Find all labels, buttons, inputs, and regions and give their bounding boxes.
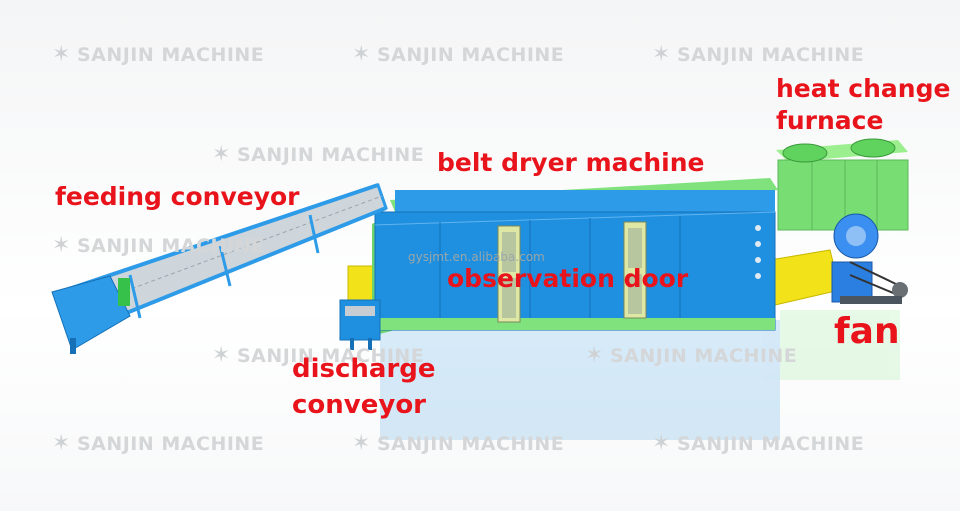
observation-door-right [623,221,647,319]
observation-door-left [497,225,521,323]
watermark: ✶ SANJIN MACHINE [352,42,565,67]
label-belt-dryer-machine: belt dryer machine [437,148,705,177]
floor-reflection [380,310,900,440]
brand-logo-icon: ✶ [652,42,671,67]
label-discharge-conveyor-line2: conveyor [292,390,426,420]
brand-logo-icon: ✶ [652,431,671,456]
dryer-end-bolts [755,225,761,279]
brand-logo-icon: ✶ [212,343,231,368]
watermark: ✶ SANJIN MACHINE [212,343,425,368]
label-fan: fan [834,311,900,352]
feeding-conveyor [51,183,388,354]
watermark: ✶ SANJIN MACHINE [52,42,265,67]
watermark: ✶ SANJIN MACHINE [352,431,565,456]
brand-logo-icon: ✶ [352,42,371,67]
heat-change-furnace [776,138,909,231]
watermark: ✶ SANJIN MACHINE [212,142,425,167]
brand-logo-icon: ✶ [52,233,71,258]
yellow-duct [769,249,841,306]
label-heat-change-furnace-line1: heat change [776,74,951,103]
brand-logo-icon: ✶ [585,343,604,368]
fan-unit [831,213,908,304]
belt-dryer-body [372,178,778,336]
brand-logo-icon: ✶ [212,142,231,167]
label-feeding-conveyor: feeding conveyor [55,182,300,211]
label-discharge-conveyor-line1: discharge [292,354,436,384]
brand-logo-icon: ✶ [52,431,71,456]
label-observation-door: observation door [447,264,689,293]
brand-logo-icon: ✶ [352,431,371,456]
watermark: ✶ SANJIN MACHINE [652,431,865,456]
brand-logo-icon: ✶ [52,42,71,67]
label-heat-change-furnace-line2: furnace [776,106,884,135]
watermark: ✶ SANJIN MACHINE [652,42,865,67]
watermark: ✶ SANJIN MACHINE [52,233,265,258]
site-watermark: gysjmt.en.alibaba.com [408,250,545,264]
discharge-conveyor [339,299,381,350]
watermark: ✶ SANJIN MACHINE [52,431,265,456]
watermark: ✶ SANJIN MACHINE [585,343,798,368]
